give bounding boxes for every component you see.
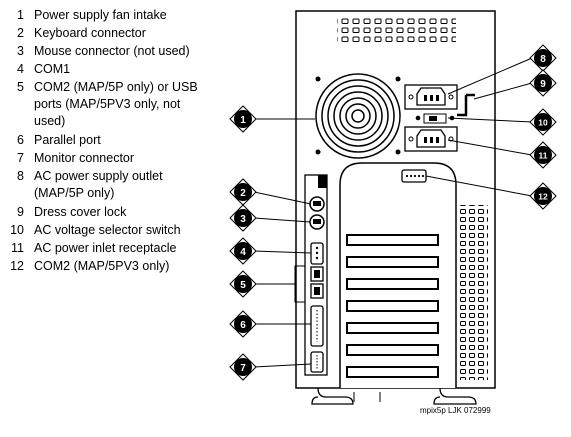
legend-number: 1 <box>17 8 24 22</box>
callout-label: 4 <box>240 247 246 258</box>
callout-label: 9 <box>540 79 546 90</box>
callout-label: 11 <box>539 151 548 161</box>
figure-caption: mpix5p LJK 072999 <box>420 406 491 415</box>
legend-text: AC voltage selector switch <box>34 223 181 237</box>
side-vent-grille <box>460 205 488 380</box>
legend-text: Monitor connector <box>34 151 135 165</box>
callout-1: 1 <box>229 105 257 133</box>
callout-6: 6 <box>229 310 257 338</box>
case-feet <box>311 387 477 405</box>
legend-text: AC power supply outlet (MAP/5P only) <box>34 169 163 200</box>
ac-power-inlet <box>404 126 458 152</box>
callout-2: 2 <box>229 178 257 206</box>
leader-lines <box>253 57 533 368</box>
legend-text: Keyboard connector <box>34 26 146 40</box>
dress-cover-lock <box>457 93 475 117</box>
mouse-connector <box>309 214 325 230</box>
fan-intake <box>315 73 401 159</box>
legend-number: 11 <box>11 241 24 255</box>
legend-number: 10 <box>10 223 24 237</box>
legend-text: COM2 (MAP/5PV3 only) <box>34 259 170 273</box>
legend-text: Mouse connector (not used) <box>34 44 190 58</box>
legend-number: 8 <box>17 169 24 183</box>
legend-text: Dress cover lock <box>34 205 127 219</box>
callout-5: 5 <box>229 270 257 298</box>
callout-label: 7 <box>240 363 246 374</box>
callout-label: 6 <box>240 320 246 331</box>
callout-label: 1 <box>240 115 246 126</box>
callout-4: 4 <box>229 237 257 265</box>
legend-number: 6 <box>17 133 24 147</box>
legend-text: AC power inlet receptacle <box>34 241 177 255</box>
legend-text: Power supply fan intake <box>34 8 167 22</box>
legend-text: Parallel port <box>34 133 101 147</box>
keyboard-connector <box>309 196 325 212</box>
callout-11: 11 <box>529 141 557 169</box>
legend-number: 12 <box>10 259 24 273</box>
callout-7: 7 <box>229 353 257 381</box>
ac-power-outlet <box>404 84 458 110</box>
legend-number: 2 <box>17 26 24 40</box>
top-vent-grille <box>337 17 456 44</box>
legend-number: 7 <box>17 151 24 165</box>
legend-text: COM2 (MAP/5P only) or USB ports (MAP/5PV… <box>34 80 198 128</box>
slot-covers <box>346 234 439 378</box>
callout-label: 3 <box>240 214 246 225</box>
callout-3: 3 <box>229 204 257 232</box>
callout-8: 8 <box>529 44 557 72</box>
callout-label: 8 <box>540 54 546 65</box>
com1-port <box>310 242 324 265</box>
callout-label: 12 <box>538 192 548 202</box>
com2-port <box>401 169 427 183</box>
callout-label: 2 <box>240 188 246 199</box>
callout-10: 10 <box>529 108 557 136</box>
parallel-port <box>310 305 324 347</box>
monitor-connector <box>310 351 324 373</box>
legend-number: 3 <box>17 44 24 58</box>
legend-number: 5 <box>17 80 24 94</box>
callout-label: 10 <box>538 118 548 128</box>
callout-label: 5 <box>240 280 246 291</box>
legend-number: 9 <box>17 205 24 219</box>
legend-number: 4 <box>17 62 24 76</box>
legend-text: COM1 <box>34 62 71 76</box>
callout-12: 12 <box>529 182 557 210</box>
callout-9: 9 <box>529 69 557 97</box>
